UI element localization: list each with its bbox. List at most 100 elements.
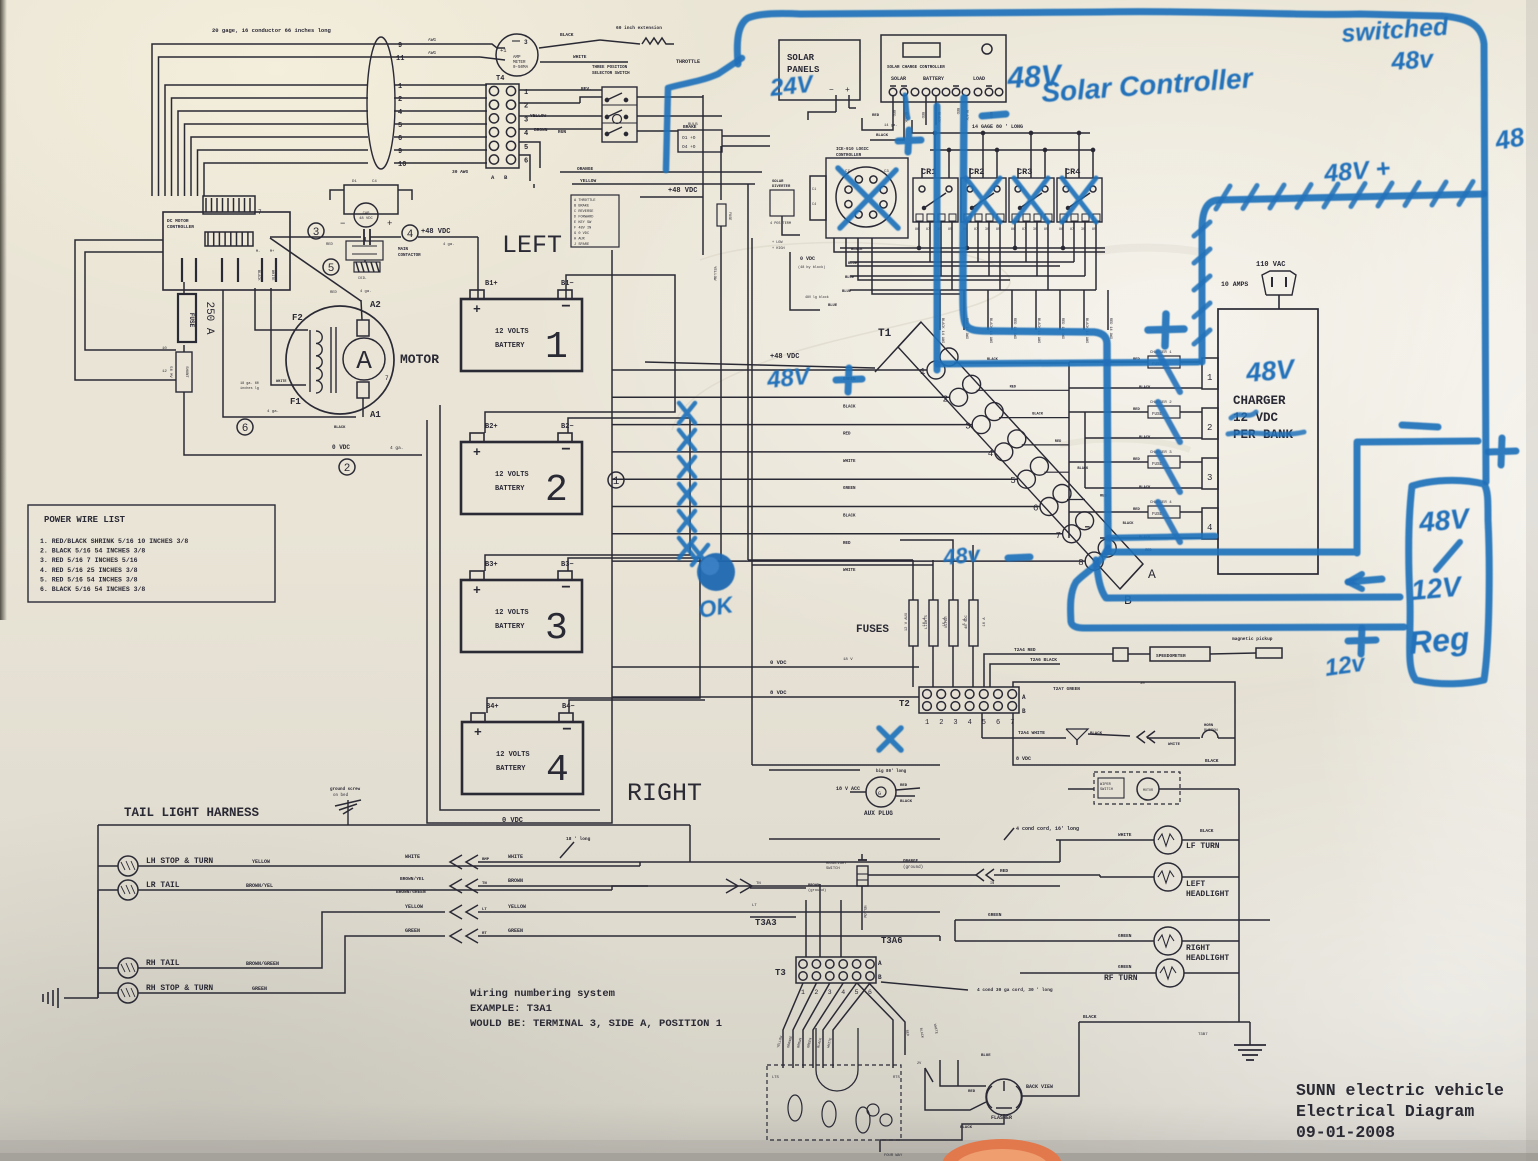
svg-text:3: 3 xyxy=(828,989,832,996)
svg-text:B3+: B3+ xyxy=(485,561,498,569)
svg-text:Wiring numbering system: Wiring numbering system xyxy=(470,988,615,1000)
svg-text:6: 6 xyxy=(1033,504,1038,514)
svg-text:REV.: REV. xyxy=(581,86,592,92)
svg-text:14 GAGE 80 ' LONG: 14 GAGE 80 ' LONG xyxy=(972,124,1023,130)
svg-text:RED: RED xyxy=(1133,408,1141,412)
svg-text:WIPER: WIPER xyxy=(945,616,949,628)
svg-text:BATTERY: BATTERY xyxy=(495,342,525,350)
svg-text:TN: TN xyxy=(482,882,487,886)
svg-text:3: 3 xyxy=(965,422,970,432)
svg-text:85: 85 xyxy=(1092,227,1096,231)
svg-text:O4 +O: O4 +O xyxy=(682,144,696,150)
svg-text:4 ga.: 4 ga. xyxy=(267,410,279,414)
svg-text:CR1: CR1 xyxy=(921,167,936,177)
svg-text:5: 5 xyxy=(524,144,528,152)
svg-text:8 VDC: 8 VDC xyxy=(1016,756,1031,762)
svg-text:250 A: 250 A xyxy=(203,301,215,334)
svg-text:HORN: HORN xyxy=(1204,724,1214,728)
svg-text:GREEN: GREEN xyxy=(843,487,856,491)
svg-text:−: − xyxy=(561,298,571,316)
svg-text:CR4: CR4 xyxy=(1065,167,1080,177)
svg-text:RED: RED xyxy=(1100,495,1107,499)
svg-text:RED: RED xyxy=(1055,440,1062,444)
svg-text:CR3: CR3 xyxy=(1017,167,1032,177)
svg-text:BATTERY: BATTERY xyxy=(495,485,525,493)
svg-text:FUSES: FUSES xyxy=(856,624,889,636)
svg-text:B: B xyxy=(504,174,508,181)
svg-text:GREEN: GREEN xyxy=(807,1038,814,1049)
svg-text:THROTTLE: THROTTLE xyxy=(676,59,700,65)
svg-text:3: 3 xyxy=(545,607,568,650)
svg-text:RED: RED xyxy=(955,108,959,114)
svg-text:HEADLIGHT: HEADLIGHT xyxy=(1186,954,1229,963)
svg-text:48v: 48v xyxy=(941,541,983,570)
svg-text:5: 5 xyxy=(982,719,986,727)
svg-text:5. RED 5/16 54 INCHES 3/8: 5. RED 5/16 54 INCHES 3/8 xyxy=(40,576,138,583)
svg-text:12 V AUX: 12 V AUX xyxy=(905,612,909,631)
svg-text:T2A4 RED: T2A4 RED xyxy=(1014,647,1036,653)
svg-text:COIL: COIL xyxy=(358,277,366,281)
svg-text:+: + xyxy=(473,583,481,598)
svg-text:4 POS TERM: 4 POS TERM xyxy=(770,222,791,226)
svg-text:10: 10 xyxy=(162,347,167,351)
svg-text:4. RED 5/16 25 INCHES 3/8: 4. RED 5/16 25 INCHES 3/8 xyxy=(40,567,138,574)
svg-text:4 ga.: 4 ga. xyxy=(390,445,404,451)
svg-text:2: 2 xyxy=(344,463,351,475)
svg-text:E KEY SW: E KEY SW xyxy=(574,221,592,225)
svg-text:RED: RED xyxy=(330,291,338,295)
svg-text:1: 1 xyxy=(545,326,568,369)
svg-text:BLACK: BLACK xyxy=(1032,413,1044,417)
svg-text:FUSE: FUSE xyxy=(1152,513,1163,517)
svg-text:+1: +1 xyxy=(500,47,507,54)
svg-text:BATTERY: BATTERY xyxy=(923,76,944,82)
svg-text:MOTOR: MOTOR xyxy=(400,352,439,367)
svg-text:86: 86 xyxy=(1011,227,1015,231)
svg-text:GREEN: GREEN xyxy=(405,928,420,934)
svg-text:30: 30 xyxy=(985,227,989,231)
svg-text:C REVERSE: C REVERSE xyxy=(574,210,593,214)
svg-text:BROWN: BROWN xyxy=(534,127,548,133)
svg-text:−: − xyxy=(561,441,571,459)
svg-text:C4: C4 xyxy=(372,180,377,184)
svg-text:LT: LT xyxy=(482,908,487,912)
svg-text:2: 2 xyxy=(1207,423,1212,433)
svg-text:SUNN electric vehicle: SUNN electric vehicle xyxy=(1296,1081,1504,1100)
svg-text:+: + xyxy=(473,302,481,317)
svg-text:M-: M- xyxy=(256,250,260,254)
svg-text:+48 VDC: +48 VDC xyxy=(668,187,697,195)
svg-text:15 A: 15 A xyxy=(943,617,947,627)
svg-text:10 A: 10 A xyxy=(923,617,927,627)
svg-text:B4−: B4− xyxy=(562,703,575,711)
svg-text:6: 6 xyxy=(398,135,402,143)
svg-text:WOULD BE: TERMINAL 3, SIDE A,: WOULD BE: TERMINAL 3, SIDE A, POSITION 1 xyxy=(470,1018,722,1030)
svg-text:B3−: B3− xyxy=(561,561,574,569)
svg-text:EXAMPLE: T3A1: EXAMPLE: T3A1 xyxy=(470,1003,552,1015)
svg-text:87: 87 xyxy=(1022,227,1026,231)
svg-text:J SPARE: J SPARE xyxy=(574,243,589,247)
svg-text:B1−: B1− xyxy=(561,280,574,288)
svg-text:09-01-2008: 09-01-2008 xyxy=(1296,1123,1395,1142)
svg-text:1: 1 xyxy=(613,476,620,488)
svg-text:AMP: AMP xyxy=(513,56,521,60)
svg-text:WHITE: WHITE xyxy=(1118,832,1132,838)
svg-text:4 cond 30 ga cord, 30 ' long: 4 cond 30 ga cord, 30 ' long xyxy=(977,987,1053,993)
svg-text:LOAD: LOAD xyxy=(973,76,985,82)
svg-text:BLUE: BLUE xyxy=(845,276,855,280)
svg-text:ORANGE: ORANGE xyxy=(903,860,919,864)
svg-text:RED: RED xyxy=(843,433,851,437)
svg-text:switched: switched xyxy=(1340,13,1449,48)
svg-text:30: 30 xyxy=(1033,227,1037,231)
svg-text:11: 11 xyxy=(396,55,404,63)
svg-text:RED: RED xyxy=(900,784,908,788)
svg-text:0 VDC: 0 VDC xyxy=(770,659,787,666)
svg-text:18 ' long: 18 ' long xyxy=(566,836,591,842)
svg-text:4 ga.: 4 ga. xyxy=(360,290,371,294)
svg-text:BROWN/GREEN: BROWN/GREEN xyxy=(396,889,426,895)
svg-text:1: 1 xyxy=(925,719,929,727)
svg-text:BROWN: BROWN xyxy=(797,1038,804,1049)
svg-text:B4+: B4+ xyxy=(486,703,499,711)
svg-text:YELLOW: YELLOW xyxy=(862,905,866,919)
svg-text:3. RED 5/16 7 INCHES 5/16: 3. RED 5/16 7 INCHES 5/16 xyxy=(40,557,138,564)
svg-text:BLACK: BLACK xyxy=(851,248,863,252)
svg-text:30: 30 xyxy=(1140,682,1145,686)
